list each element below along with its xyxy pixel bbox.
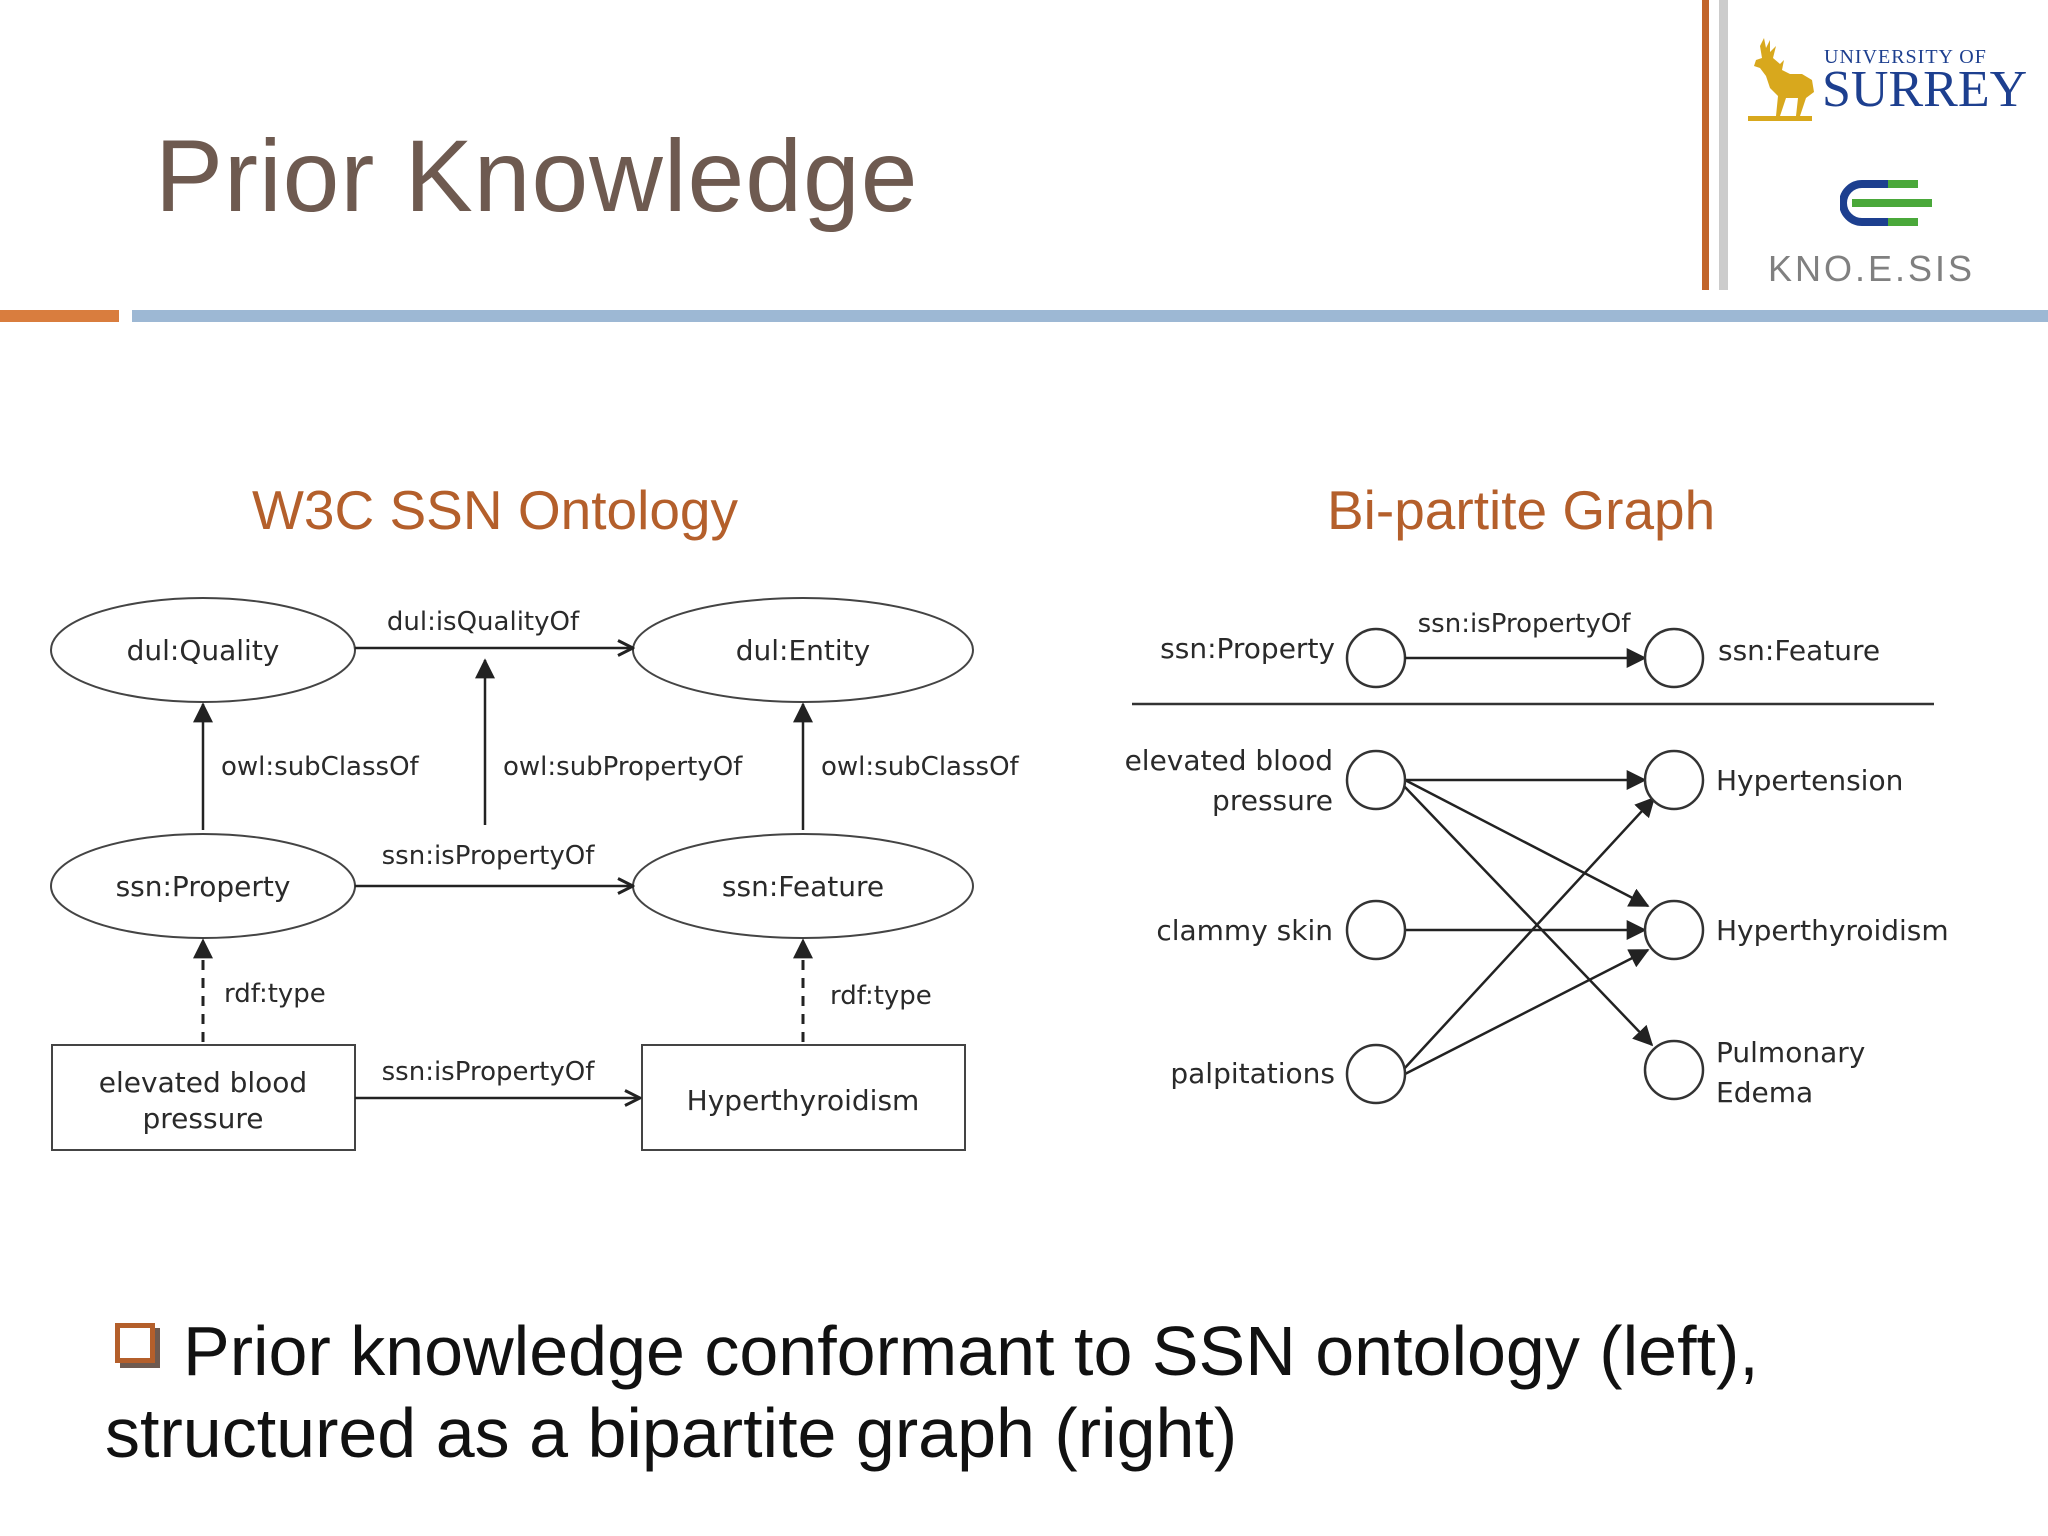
- edge-rdf-type-right-label: rdf:type: [830, 981, 932, 1011]
- bullet-text: Prior knowledge conformant to SSN ontolo…: [105, 1310, 2005, 1474]
- diagrams: dul:Quality dul:Entity ssn:Property ssn:…: [50, 597, 1949, 1151]
- header-property-node: [1345, 627, 1407, 689]
- feat-pulmonary-label-2: Edema: [1716, 1076, 1813, 1109]
- edge-is-quality-of-label: dul:isQualityOf: [387, 607, 580, 637]
- edge-is-property-of-mid-label: ssn:isPropertyOf: [382, 841, 596, 871]
- bullet-text-content: Prior knowledge conformant to SSN ontolo…: [105, 1312, 1759, 1472]
- header-feature-node: [1643, 627, 1705, 689]
- bipartite-graph-title: Bi-partite Graph: [1327, 479, 1716, 541]
- knoesis-emblem-icon: [1840, 180, 1932, 226]
- node-elevated-label-1: elevated blood: [99, 1066, 307, 1099]
- knoesis-logo-text: KNO.E.SIS: [1768, 248, 1976, 289]
- ssn-ontology-title: W3C SSN Ontology: [252, 479, 739, 541]
- feat-hyperthyroidism-node: [1643, 899, 1705, 961]
- edge-ebp-pulmonary: [1402, 784, 1654, 1047]
- edge-rdf-type-left-label: rdf:type: [224, 979, 326, 1009]
- surrey-logo-text: SURREY: [1822, 61, 2028, 118]
- prop-palpitations-node: [1345, 1043, 1407, 1105]
- feat-hyperthyroidism-label: Hyperthyroidism: [1716, 914, 1949, 947]
- feat-hypertension-label: Hypertension: [1716, 764, 1903, 797]
- header-divider: [1719, 0, 1728, 290]
- prop-elevated-node: [1345, 749, 1407, 811]
- node-dul-quality-label: dul:Quality: [127, 634, 280, 667]
- feat-pulmonary-label-1: Pulmonary: [1716, 1036, 1865, 1069]
- title-rule: [132, 310, 2048, 322]
- node-dul-quality: [50, 597, 356, 703]
- node-ssn-feature-label: ssn:Feature: [722, 870, 884, 903]
- prop-palpitations-label: palpitations: [1170, 1057, 1335, 1090]
- edge-is-property-of-bottom-label: ssn:isPropertyOf: [382, 1057, 596, 1087]
- prop-clammy-node: [1345, 899, 1407, 961]
- ssn-ontology-diagram: dul:Quality dul:Entity ssn:Property ssn:…: [50, 597, 1020, 1151]
- edge-palp-hypertension: [1402, 796, 1656, 1071]
- node-dul-entity-label: dul:Entity: [736, 634, 870, 667]
- node-hyperthyroidism-label: Hyperthyroidism: [687, 1084, 920, 1117]
- node-elevated-label-2: pressure: [143, 1102, 264, 1135]
- edge-palp-hyperthyroidism: [1404, 948, 1650, 1076]
- edge-subclass-left-label: owl:subClassOf: [221, 752, 420, 782]
- edge-subproperty-label: owl:subPropertyOf: [503, 752, 743, 782]
- header-divider-accent: [1702, 0, 1709, 290]
- surrey-logo-small: UNIVERSITY OF: [1824, 46, 1987, 68]
- edge-ebp-hyperthyroidism: [1404, 778, 1650, 908]
- header-property-label: ssn:Property: [1160, 632, 1335, 665]
- stag-icon: [1748, 38, 1814, 121]
- header-feature-label: ssn:Feature: [1718, 634, 1880, 667]
- prop-clammy-label: clammy skin: [1156, 914, 1333, 947]
- bipartite-graph-diagram: ssn:Property ssn:isPropertyOf ssn:Featur…: [1125, 609, 1949, 1109]
- edge-subclass-right-label: owl:subClassOf: [821, 752, 1020, 782]
- prop-elevated-label-2: pressure: [1212, 784, 1333, 817]
- feat-pulmonary-node: [1643, 1039, 1705, 1101]
- header-edge-label: ssn:isPropertyOf: [1418, 609, 1632, 639]
- slide-title: Prior Knowledge: [155, 119, 919, 233]
- node-hyperthyroidism: [641, 1044, 966, 1151]
- prop-elevated-label-1: elevated blood: [1125, 744, 1333, 777]
- title-rule-accent: [0, 310, 119, 322]
- node-ssn-property-label: ssn:Property: [116, 870, 291, 903]
- feat-hypertension-node: [1643, 749, 1705, 811]
- bullet-checkbox-icon: [115, 1323, 155, 1363]
- logo-area: UNIVERSITY OF SURREY KNO.E.SIS: [1740, 30, 2040, 300]
- node-elevated-blood-pressure: [51, 1044, 356, 1151]
